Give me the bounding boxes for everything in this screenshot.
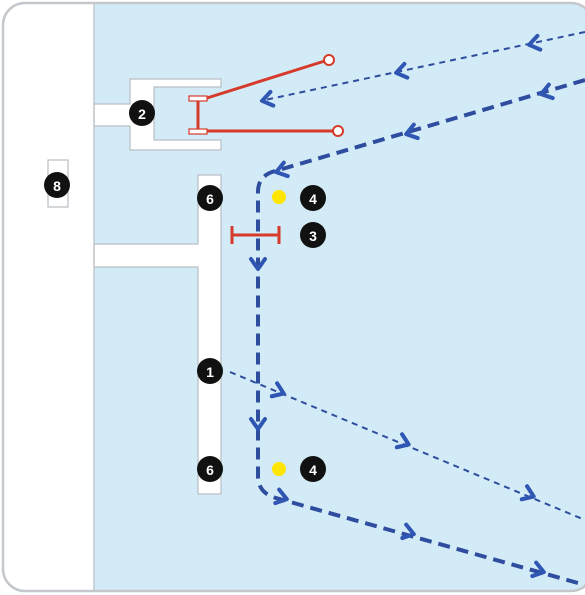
direction-arrow-icon [394, 61, 410, 80]
marker-3-label: 3 [309, 228, 317, 244]
marker-2: 2 [129, 100, 155, 126]
start-line-group [188, 54, 344, 137]
marker-6-bottom-label: 6 [206, 462, 214, 478]
direction-arrows [249, 33, 555, 579]
direction-arrow-icon [274, 160, 290, 179]
marker-1-label: 1 [206, 364, 214, 380]
direction-arrow-icon [249, 257, 267, 271]
direction-arrow-icon [530, 560, 546, 579]
start-mark-upper [323, 54, 335, 66]
direction-arrow-icon [394, 432, 411, 450]
main-pier [93, 174, 222, 495]
start-line-cap-top [188, 95, 208, 102]
direction-arrow-icon [260, 89, 276, 108]
direction-arrow-icon [404, 122, 420, 141]
marker-8: 8 [44, 172, 70, 198]
marker-1: 1 [197, 358, 223, 384]
gate-line-group [230, 226, 281, 244]
start-mark-lower [332, 125, 344, 137]
direction-arrow-icon [400, 522, 416, 541]
buoy-bottom [272, 462, 286, 476]
marker-8-label: 8 [53, 178, 61, 194]
direction-arrow-icon [269, 381, 286, 399]
marker-4-bottom-label: 4 [309, 462, 317, 478]
marker-3: 3 [300, 222, 326, 248]
course-line-main [256, 78, 585, 587]
start-line-cap-bottom [188, 128, 208, 135]
direction-arrow-icon [249, 417, 267, 431]
marker-2-label: 2 [138, 106, 146, 122]
direction-arrow-icon [539, 82, 555, 101]
marker-6-top: 6 [197, 185, 223, 211]
shore-land [3, 3, 94, 591]
start-line-upper-arm [206, 58, 329, 100]
direction-arrow-icon [273, 487, 289, 506]
direction-arrow-icon [527, 33, 543, 52]
marker-4-top-label: 4 [309, 191, 317, 207]
marker-6-top-label: 6 [206, 191, 214, 207]
upper-pontoon [93, 78, 222, 151]
marker-4-top: 4 [300, 185, 326, 211]
buoy-top [272, 190, 286, 204]
marker-4-bottom: 4 [300, 456, 326, 482]
marker-6-bottom: 6 [197, 456, 223, 482]
direction-arrow-icon [519, 484, 536, 502]
